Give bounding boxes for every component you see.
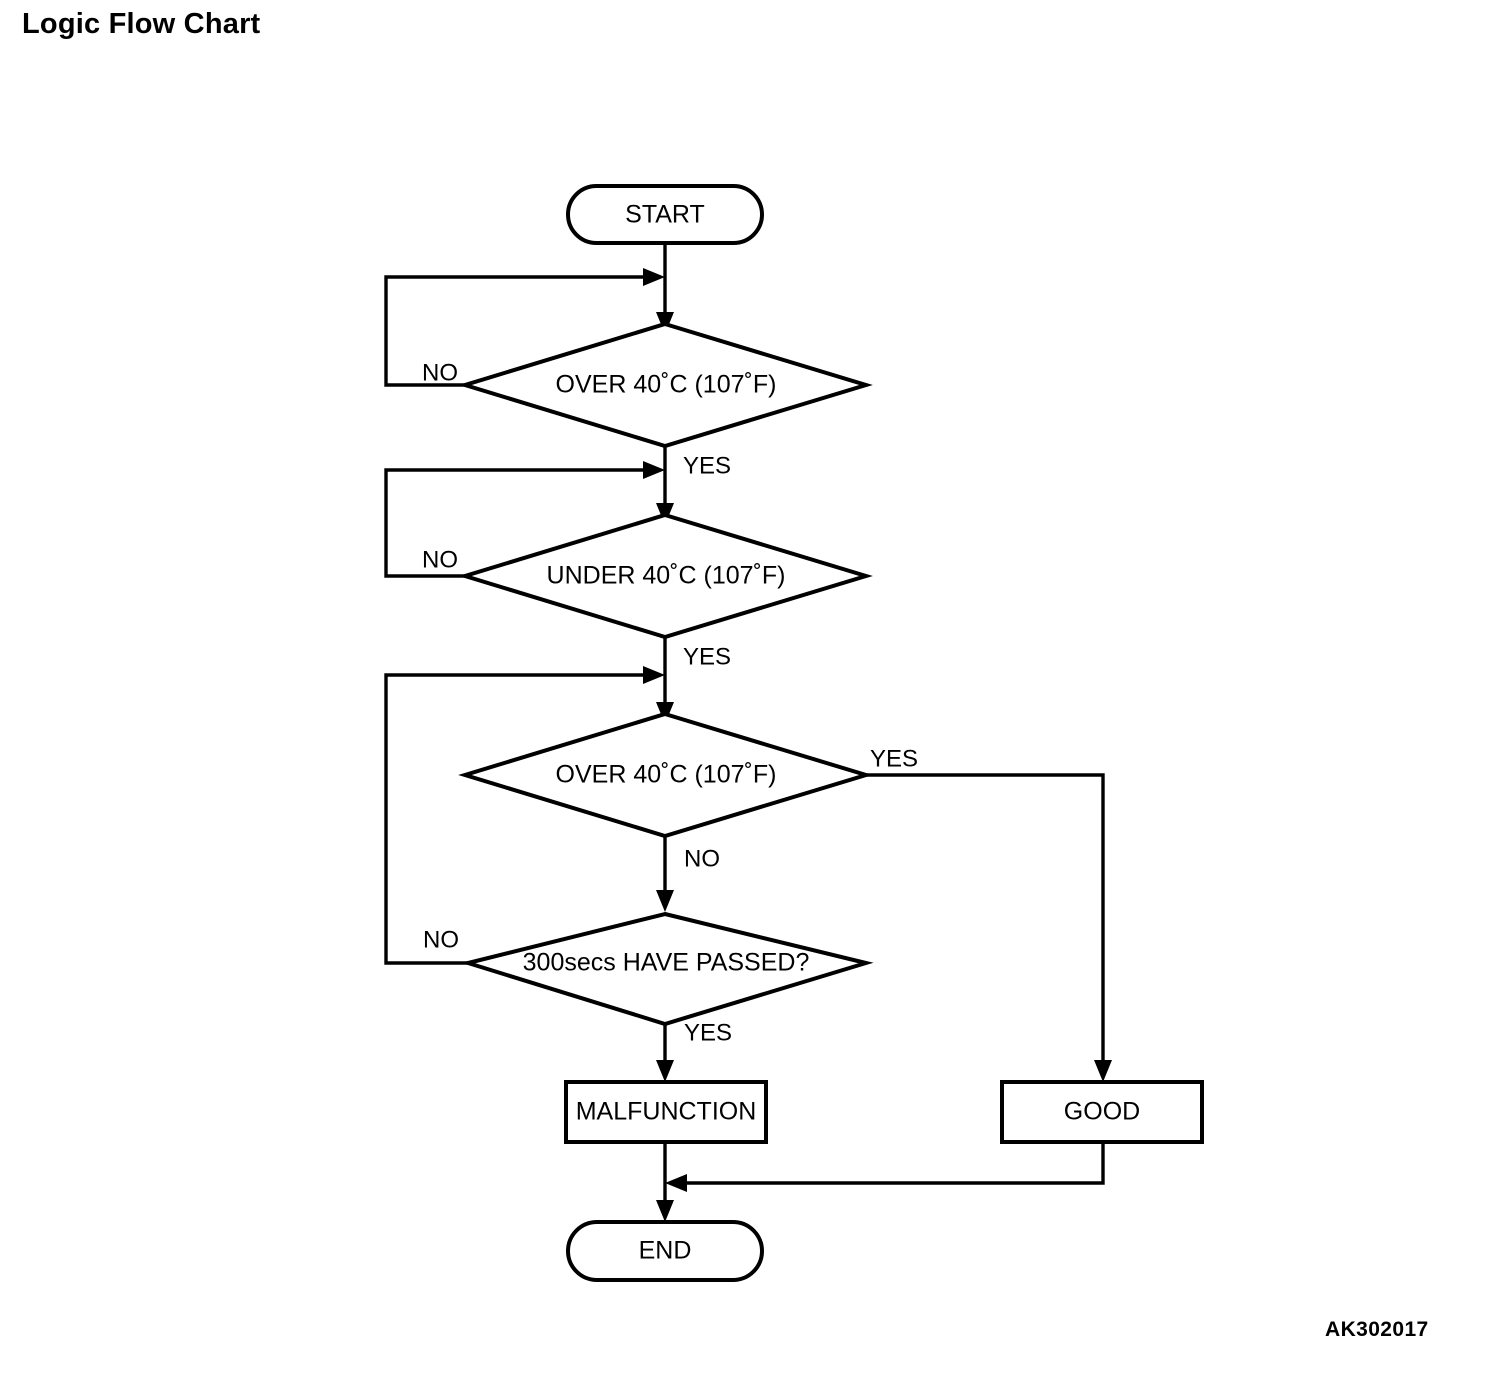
node-malfunction[interactable] (564, 1080, 768, 1144)
edge-label-decision1-no: NO (422, 359, 458, 386)
node-start[interactable] (566, 184, 764, 245)
edge-label-decision3-no: NO (684, 845, 720, 872)
node-decision3-label: OVER 40˚C (107˚F) (556, 761, 777, 789)
edge-label-decision1-yes: YES (683, 452, 731, 479)
edge-label-decision4-yes: YES (684, 1019, 732, 1046)
node-good-label: GOOD (1064, 1098, 1140, 1126)
arrowhead-into-good (1094, 1060, 1112, 1082)
node-start-label: START (625, 201, 705, 229)
node-malfunction-label: MALFUNCTION (576, 1098, 757, 1126)
connector-decision4-no-loop (384, 673, 652, 965)
node-end-label: END (639, 1237, 692, 1265)
arrowhead-decision2-no-loop (643, 461, 665, 479)
node-decision-under-40c[interactable] (458, 512, 873, 640)
node-decision2-label: UNDER 40˚C (107˚F) (547, 562, 786, 590)
connector-decision1-no-loop (384, 275, 652, 387)
edge-label-decision2-yes: YES (683, 643, 731, 670)
arrowhead-good-merge (665, 1174, 687, 1192)
node-decision4-label: 300secs HAVE PASSED? (523, 949, 810, 977)
figure-code-label: AK302017 (1325, 1318, 1429, 1341)
node-good[interactable] (1000, 1080, 1204, 1144)
node-decision-over-40c-second[interactable] (458, 711, 873, 839)
arrowhead-decision1-no-loop (643, 268, 665, 286)
edge-label-decision4-no: NO (423, 926, 459, 953)
edge-label-decision3-yes: YES (870, 745, 918, 772)
connector-decision3-yes-to-good (866, 773, 1105, 1070)
node-end[interactable] (566, 1220, 764, 1282)
page-title: Logic Flow Chart (22, 8, 261, 40)
edge-label-decision2-no: NO (422, 546, 458, 573)
arrowhead-decision4-no-loop (643, 666, 665, 684)
connector-decision2-no-loop (384, 468, 652, 578)
node-decision-over-40c-first[interactable] (458, 321, 873, 449)
node-decision1-label: OVER 40˚C (107˚F) (556, 371, 777, 399)
connector-good-to-end (678, 1142, 1105, 1185)
arrowhead-into-malfunction (656, 1060, 674, 1082)
arrowhead-into-end (656, 1200, 674, 1222)
arrowhead-into-decision4 (656, 890, 674, 912)
node-decision-300secs[interactable] (460, 911, 874, 1027)
